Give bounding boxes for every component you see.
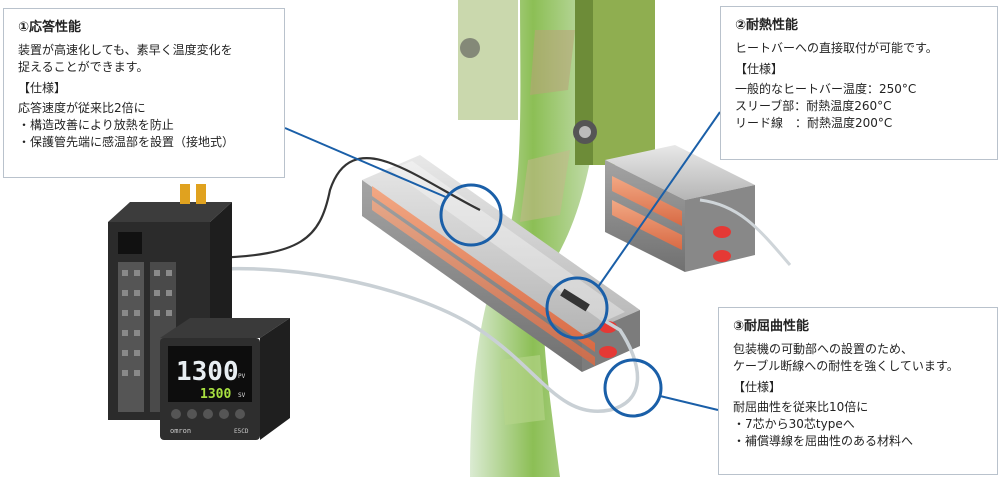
controller-pv-value: 1300 [176,357,239,387]
callout-spec-line: ・保護管先端に感温部を設置（接地式） [18,135,235,149]
callout-text: ケーブル断線への耐性を強くしています。 [733,359,959,373]
callout-spec-line: リード線 ：耐熱温度200°C [735,116,893,130]
callout-spec-label: 【仕様】 [735,62,784,76]
upper-machine-frame [458,0,655,165]
callout-text: 装置が高速化しても、素早く温度変化を [18,43,233,57]
controller-pv-label: PV [238,373,246,380]
callout-leaders [284,111,721,418]
controller-sv-value: 1300 [200,387,231,402]
callout-spec-label: 【仕様】 [18,81,67,95]
callout-text: 包装機の可動部への設置のため、 [733,342,914,356]
callout-circle-bend [603,358,663,418]
main-heater-bar [362,155,640,372]
controller-sv-label: SV [238,392,246,399]
callout-spec-line: スリーブ部：耐熱温度260°C [735,99,892,113]
callout-heat-resistance: ②耐熱性能 ヒートバーへの直接取付が可能です。 【仕様】 一般的なヒートバー温度… [720,6,998,160]
callout-spec-line: 耐屈曲性を従来比10倍に [733,400,869,414]
callout-text: 捉えることができます。 [18,60,149,74]
temperature-controller: 1300 PV 1300 SV omron E5CD [160,318,290,440]
callout-spec-line: 応答速度が従来比2倍に [18,101,146,115]
callout-spec-label: 【仕様】 [733,380,782,394]
controller-brand: omron [170,427,191,435]
callout-response-performance: ①応答性能 装置が高速化しても、素早く温度変化を 捉えることができます。 【仕様… [3,8,285,178]
rear-heater-bar [605,145,792,272]
callout-spec-line: 一般的なヒートバー温度：250°C [735,82,917,96]
callout-spec-line: ・補償導線を屈曲性のある材料へ [733,434,914,448]
sensor-cables [204,157,640,413]
callout-title: ①応答性能 [18,20,82,35]
callout-spec-line: ・7芯から30芯typeへ [733,417,855,431]
callout-title: ③耐屈曲性能 [733,319,810,334]
callout-title: ②耐熱性能 [735,18,799,33]
controller-model: E5CD [234,428,249,435]
callout-circle-response [439,183,503,247]
callout-bend-resistance: ③耐屈曲性能 包装機の可動部への設置のため、 ケーブル断線への耐性を強くしていま… [718,307,998,475]
callout-text: ヒートバーへの直接取付が可能です。 [735,41,938,55]
callout-spec-line: ・構造改善により放熱を防止 [18,118,174,132]
callout-circle-heat [545,276,609,340]
